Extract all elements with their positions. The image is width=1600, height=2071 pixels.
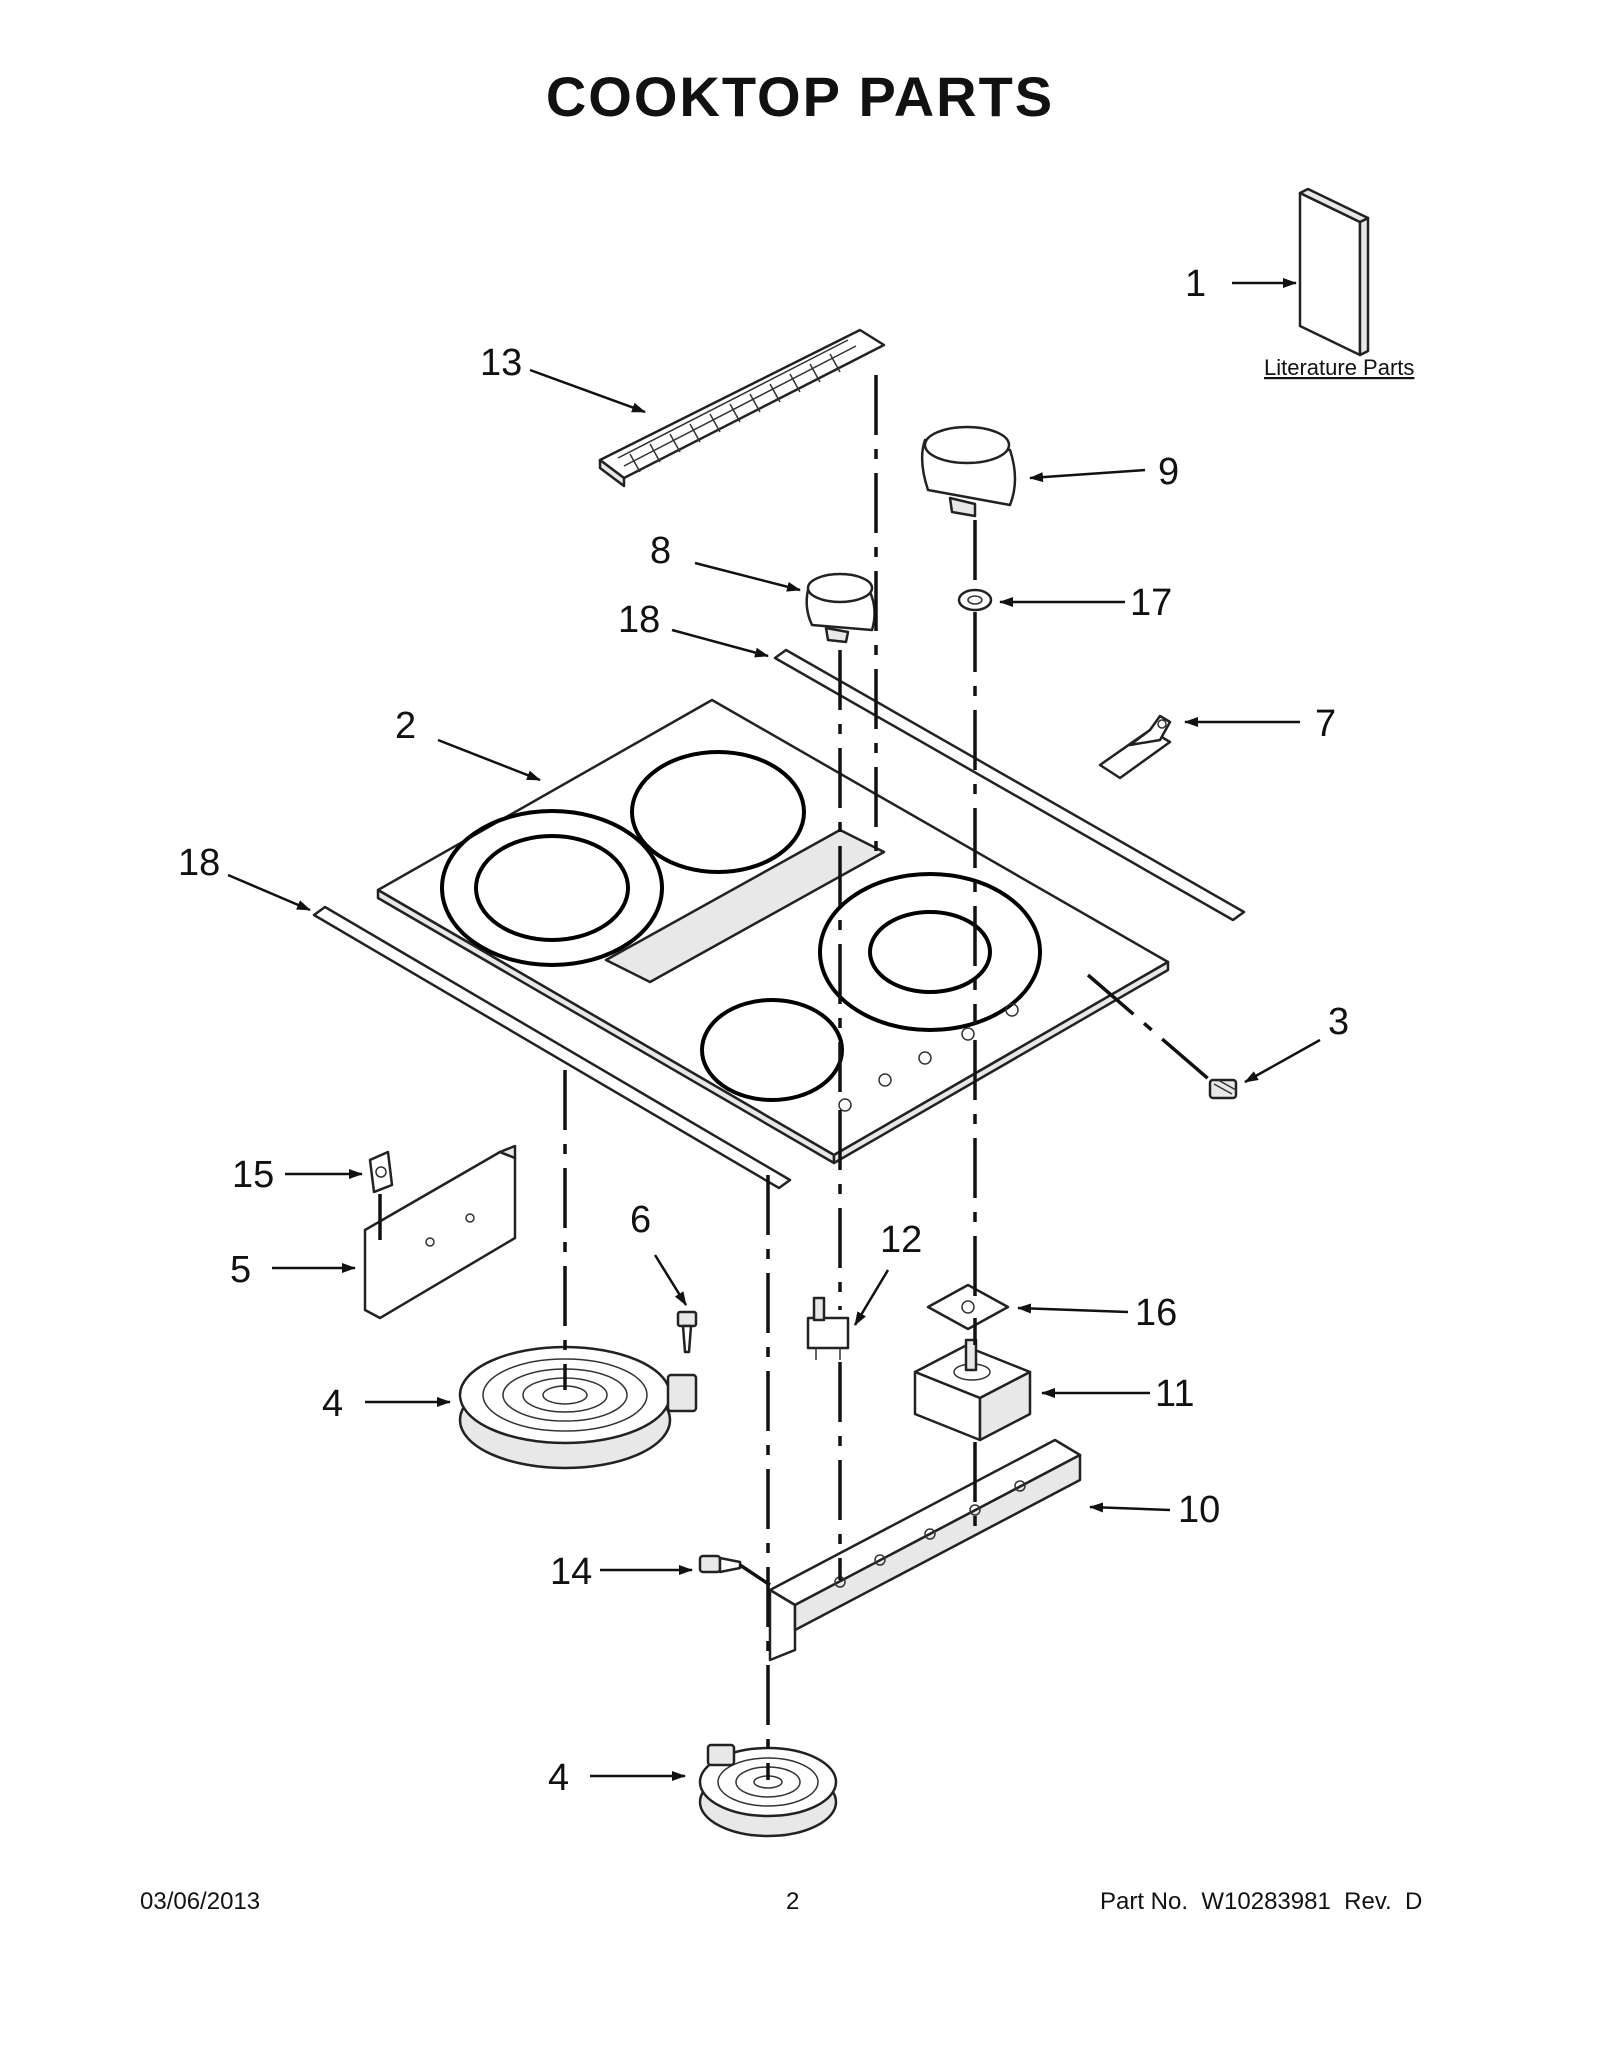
callout-5: 5 bbox=[230, 1249, 251, 1291]
page-title: COOKTOP PARTS bbox=[545, 65, 1055, 128]
callout-17: 17 bbox=[1130, 582, 1172, 624]
footer-part-number: Part No. W10283981 Rev. D bbox=[1100, 1888, 1423, 1915]
glass-cooktop-part bbox=[376, 698, 1170, 1165]
callout-11: 11 bbox=[1155, 1373, 1194, 1415]
bracket-part bbox=[1098, 714, 1172, 780]
callout-6: 6 bbox=[630, 1199, 651, 1241]
callout-1: 1 bbox=[1185, 263, 1206, 305]
switch-part bbox=[806, 1296, 850, 1360]
large-knob-part bbox=[920, 425, 1017, 518]
callout-numbers: 1 13 9 8 17 18 7 2 18 3 15 6 12 5 16 11 … bbox=[178, 263, 1349, 1799]
callout-4-bottom: 4 bbox=[548, 1757, 569, 1799]
callout-3: 3 bbox=[1328, 1001, 1349, 1043]
callout-15: 15 bbox=[232, 1154, 274, 1196]
vent-grille-part bbox=[598, 328, 886, 488]
literature-part bbox=[1298, 187, 1370, 357]
trim-strip-left-part bbox=[312, 905, 792, 1190]
screw-part-6 bbox=[676, 1310, 698, 1354]
callout-18-left: 18 bbox=[178, 842, 220, 884]
callout-18-top: 18 bbox=[618, 599, 660, 641]
assembly-guide-lines bbox=[378, 375, 1214, 1780]
small-heating-element-part bbox=[698, 1743, 838, 1838]
mounting-bracket-part bbox=[363, 1144, 517, 1320]
screw-part-14 bbox=[698, 1554, 742, 1574]
callout-16: 16 bbox=[1135, 1292, 1177, 1334]
callout-13: 13 bbox=[480, 342, 522, 384]
callout-12: 12 bbox=[880, 1219, 922, 1261]
grommet-part bbox=[957, 588, 993, 612]
footer-date: 03/06/2013 bbox=[140, 1888, 261, 1915]
callout-10: 10 bbox=[1178, 1489, 1220, 1531]
small-knob-part bbox=[805, 572, 876, 644]
callout-9: 9 bbox=[1158, 451, 1179, 493]
footer-page-number: 2 bbox=[786, 1888, 800, 1915]
callout-4-top: 4 bbox=[322, 1383, 343, 1425]
callout-7: 7 bbox=[1315, 703, 1336, 745]
switch-bracket-part bbox=[768, 1438, 1082, 1662]
infinite-switch-part bbox=[913, 1338, 1032, 1442]
callout-leader-lines bbox=[227, 278, 1321, 1781]
callout-8: 8 bbox=[650, 530, 671, 572]
large-heating-element-part bbox=[458, 1345, 698, 1470]
screw-part-3 bbox=[1208, 1078, 1238, 1100]
literature-parts-label: Literature Parts bbox=[1264, 355, 1414, 380]
callout-14: 14 bbox=[550, 1551, 592, 1593]
callout-2: 2 bbox=[395, 705, 416, 747]
clip-part bbox=[368, 1150, 394, 1194]
gasket-part bbox=[926, 1283, 1010, 1331]
trim-strip-right-part bbox=[773, 648, 1246, 922]
